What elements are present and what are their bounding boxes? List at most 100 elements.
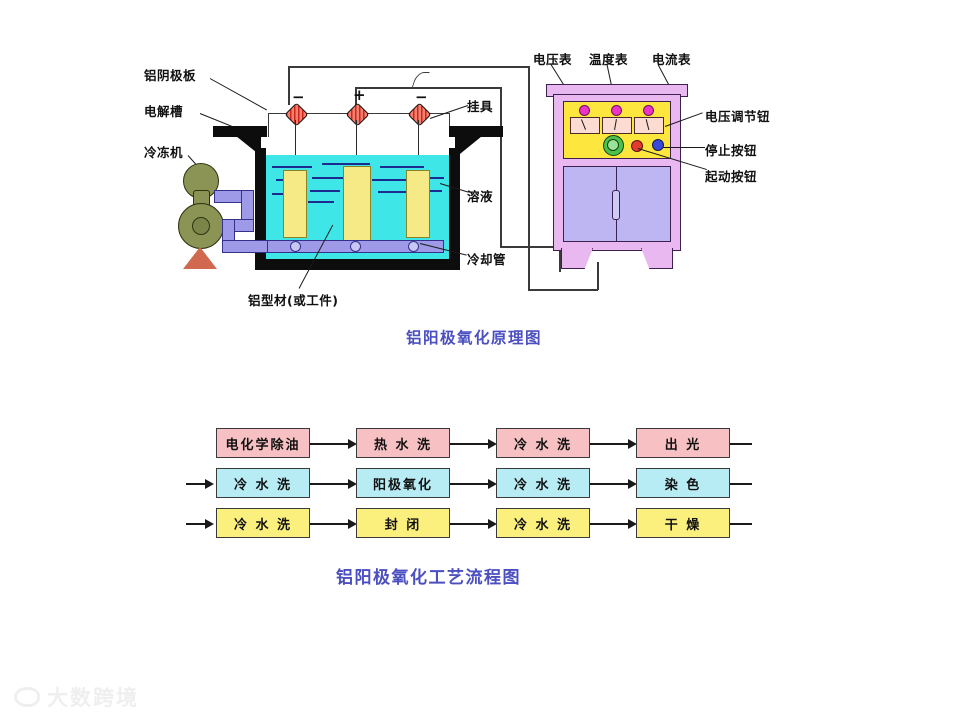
- tank-flange-right: [449, 126, 503, 137]
- flow-arrow: [205, 519, 214, 529]
- workpiece-plate-3: [406, 170, 430, 238]
- flow-row-tail: [730, 523, 752, 525]
- flow-step[interactable]: 干 燥: [636, 508, 730, 538]
- wire-inner-top: [355, 87, 501, 89]
- flow-step[interactable]: 染 色: [636, 468, 730, 498]
- start-button[interactable]: [652, 139, 664, 151]
- label-hanger: 挂具: [467, 99, 494, 114]
- label-aluminum-profile: 铝型材(或工件): [248, 293, 339, 308]
- flow-connector: [590, 443, 634, 445]
- hanger-wire-2: [356, 120, 358, 168]
- wire-outer-top: [288, 66, 529, 68]
- flow-step[interactable]: 出 光: [636, 428, 730, 458]
- label-chiller: 冷冻机: [144, 145, 184, 160]
- watermark: 大数跨境: [14, 682, 139, 712]
- flow-row-head: [186, 523, 208, 525]
- flow-connector: [450, 483, 494, 485]
- flow-connector: [590, 483, 634, 485]
- wire-outer-left: [288, 66, 290, 105]
- flow-arrow: [205, 479, 214, 489]
- wire-inner-right: [500, 87, 502, 247]
- flow-step[interactable]: 冷 水 洗: [216, 468, 310, 498]
- label-cooling-pipe: 冷却管: [467, 252, 507, 267]
- tank-wall-left: [255, 148, 266, 270]
- liquid-dash: [372, 179, 410, 181]
- wire-outer-to-cabinet: [597, 262, 599, 290]
- principle-diagram-caption: 铝阳极氧化原理图: [406, 329, 543, 347]
- flow-step[interactable]: 阳极氧化: [356, 468, 450, 498]
- flow-step[interactable]: 封 闭: [356, 508, 450, 538]
- flow-row: 冷 水 洗 封 闭 冷 水 洗 干 燥: [0, 508, 960, 540]
- cabinet-door-left[interactable]: [563, 166, 617, 242]
- flow-row: 冷 水 洗 阳极氧化 冷 水 洗 染 色: [0, 468, 960, 500]
- cabinet-leg-left: [561, 248, 593, 269]
- flow-arrow: [488, 479, 497, 489]
- label-stop-button: 停止按钮: [705, 143, 758, 158]
- wire-outer-bottom: [528, 289, 598, 291]
- flow-arrow: [348, 439, 357, 449]
- label-voltmeter: 电压表: [533, 52, 573, 67]
- cooling-pipe-node: [408, 241, 419, 252]
- flow-arrow: [348, 479, 357, 489]
- tank-flange-left: [213, 126, 267, 137]
- flow-arrow: [488, 439, 497, 449]
- flow-connector: [450, 523, 494, 525]
- wire-inner-riser: [559, 246, 561, 272]
- flow-arrow: [628, 519, 637, 529]
- liquid-dash: [420, 190, 442, 192]
- flow-chart: 电化学除油 热 水 洗 冷 水 洗 出 光 冷 水 洗 阳极氧化 冷 水 洗 染…: [0, 400, 960, 600]
- wire-inner-bottom: [500, 246, 560, 248]
- label-solution: 溶液: [467, 189, 494, 204]
- liquid-dash: [380, 166, 424, 168]
- sign-positive-middle: +: [353, 86, 366, 104]
- flow-arrow: [348, 519, 357, 529]
- liquid-dash: [312, 177, 346, 179]
- liquid-dash: [310, 190, 340, 192]
- flow-step[interactable]: 电化学除油: [216, 428, 310, 458]
- flow-step[interactable]: 冷 水 洗: [216, 508, 310, 538]
- principle-diagram: 铝阴极板 电解槽 冷冻机 − + −: [144, 66, 599, 347]
- flow-connector: [450, 443, 494, 445]
- label-ammeter: 电流表: [652, 52, 692, 67]
- chiller-base: [183, 247, 217, 269]
- flow-step[interactable]: 冷 水 洗: [496, 428, 590, 458]
- liquid-dash: [272, 166, 312, 168]
- meter-voltmeter-lamp: [579, 105, 590, 116]
- flow-connector: [590, 523, 634, 525]
- flow-row-tail: [730, 443, 752, 445]
- flow-row-tail: [730, 483, 752, 485]
- flow-arrow: [628, 479, 637, 489]
- voltage-knob-center: [607, 139, 619, 151]
- liquid-dash: [322, 163, 370, 165]
- meter-ammeter[interactable]: [634, 117, 664, 134]
- cooling-pipe-node: [290, 241, 301, 252]
- flow-arrow: [488, 519, 497, 529]
- label-start-button: 起动按钮: [705, 169, 758, 184]
- meter-thermometer-lamp: [611, 105, 622, 116]
- tank-wall-right: [449, 148, 460, 270]
- tank-wall-bottom: [255, 259, 460, 270]
- cabinet-door-right[interactable]: [616, 166, 671, 242]
- flow-connector: [310, 483, 354, 485]
- meter-thermometer[interactable]: [602, 117, 632, 134]
- liquid-dash: [272, 193, 290, 195]
- flow-chart-caption: 铝阳极氧化工艺流程图: [336, 568, 521, 588]
- cabinet-door-handle[interactable]: [612, 190, 620, 220]
- wire-inner-left: [355, 87, 357, 106]
- chiller-motor-hub: [192, 217, 210, 235]
- flow-row-head: [186, 483, 208, 485]
- flow-step[interactable]: 冷 水 洗: [496, 508, 590, 538]
- flow-connector: [310, 523, 354, 525]
- flow-connector: [310, 443, 354, 445]
- cooling-pipe-node: [350, 241, 361, 252]
- label-voltage-adjust-knob: 电压调节钮: [705, 109, 771, 124]
- control-cabinet: 电压表 温度表 电流表: [0, 0, 960, 340]
- hanger-wire-1: [295, 120, 297, 172]
- flow-step[interactable]: 热 水 洗: [356, 428, 450, 458]
- flow-step[interactable]: 冷 水 洗: [496, 468, 590, 498]
- cabinet-leg-right: [641, 248, 673, 269]
- liquid-dash: [378, 191, 408, 193]
- wire-outer-right: [528, 66, 530, 290]
- flow-arrow: [628, 439, 637, 449]
- label-electrolytic-tank: 电解槽: [144, 104, 184, 119]
